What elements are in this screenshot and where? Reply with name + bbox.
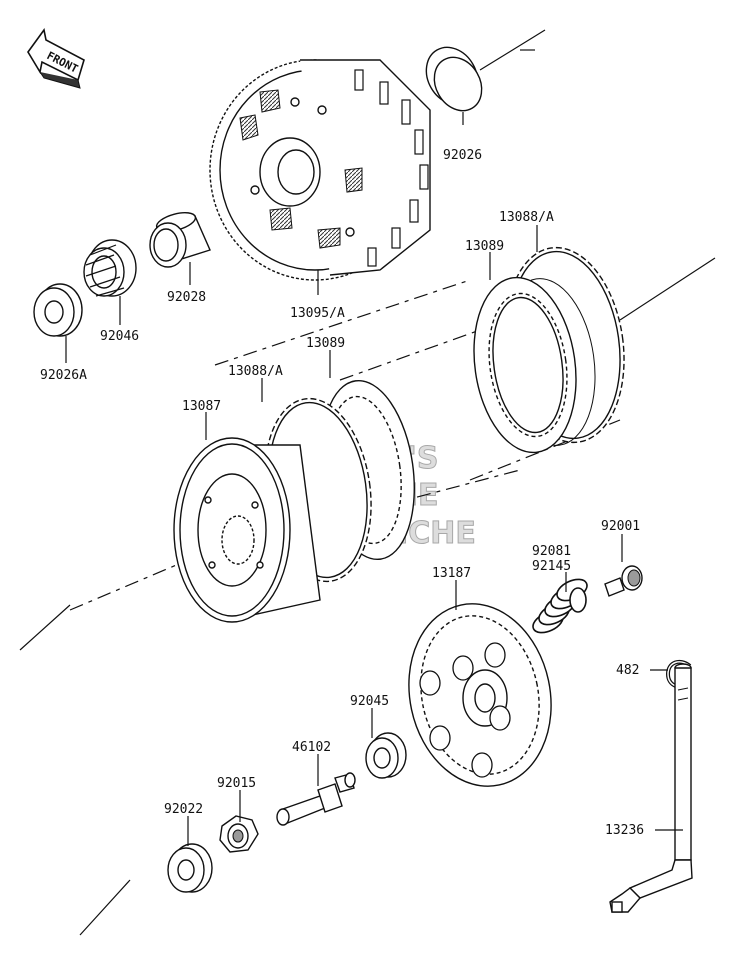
- label-92046: 92046: [100, 329, 139, 344]
- release-shaft-13236: [609, 663, 693, 913]
- label-13236: 13236: [605, 823, 644, 838]
- leader-lines: [65, 112, 683, 846]
- label-92001: 92001: [601, 519, 640, 534]
- label-482: 482: [616, 663, 639, 678]
- label-92026: 92026: [443, 148, 482, 163]
- bolt-92001: [604, 565, 643, 597]
- washer-92026: [425, 46, 483, 112]
- label-92045: 92045: [350, 694, 389, 709]
- clutch-housing-13095: [209, 59, 431, 281]
- label-13089-top: 13089: [465, 239, 504, 254]
- label-92022: 92022: [164, 802, 203, 817]
- pressure-plate-13187: [408, 603, 552, 787]
- label-13087: 13087: [182, 399, 221, 414]
- label-46102: 46102: [292, 740, 331, 755]
- label-92026A: 92026A: [40, 368, 87, 383]
- steel-plate-13089-top: [473, 276, 577, 454]
- ball-bearing-92045: [365, 732, 407, 779]
- washer-92026A: [33, 283, 83, 337]
- push-rod-46102: [276, 772, 356, 826]
- part-labels: 92026 13095/A 92028 92046 92026A 13088/A…: [40, 148, 644, 838]
- label-92145: 92145: [532, 559, 571, 574]
- front-arrow-icon: FRONT: [27, 28, 85, 89]
- label-13088A-top: 13088/A: [499, 210, 554, 225]
- nut-92015: [219, 815, 259, 853]
- clutch-hub-13087: [173, 437, 321, 623]
- label-92015: 92015: [217, 776, 256, 791]
- label-92081: 92081: [532, 544, 571, 559]
- washer-92022: [167, 843, 213, 893]
- label-13088A-mid: 13088/A: [228, 364, 283, 379]
- label-13095A: 13095/A: [290, 306, 345, 321]
- needle-bearing-92046: [83, 239, 137, 297]
- sleeve-92028: [149, 211, 211, 268]
- label-13187: 13187: [432, 566, 471, 581]
- label-92028: 92028: [167, 290, 206, 305]
- spring-92081: [532, 578, 588, 634]
- label-13089-mid: 13089: [306, 336, 345, 351]
